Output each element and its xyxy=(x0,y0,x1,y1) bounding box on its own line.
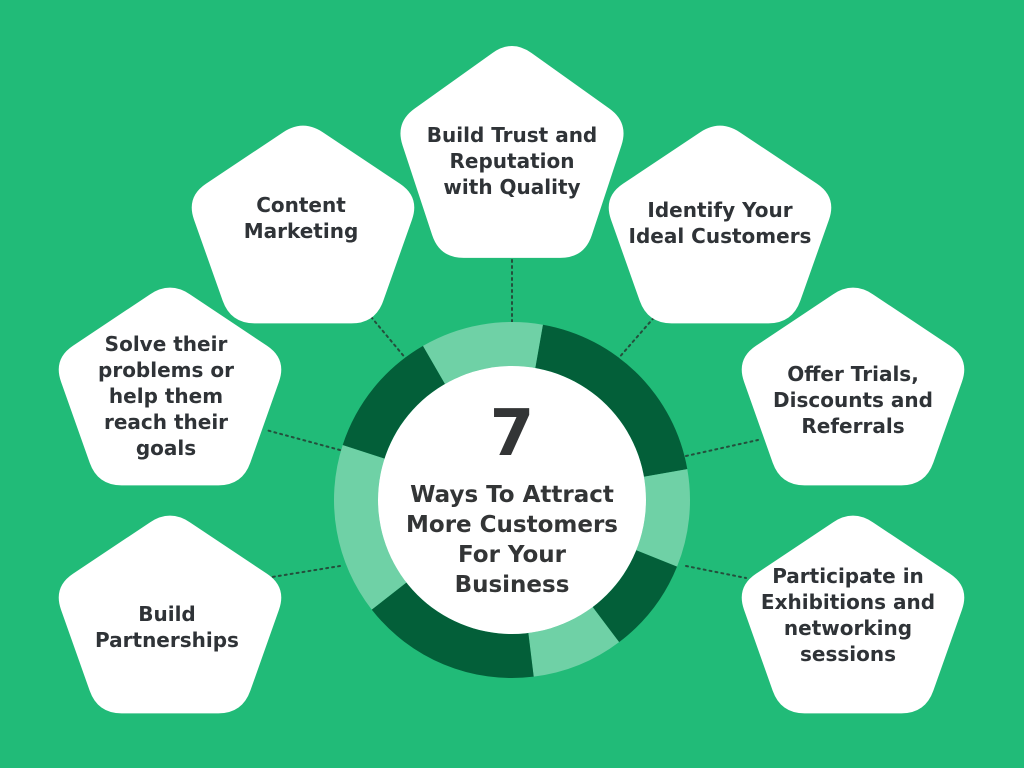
pentagon-content xyxy=(191,125,415,324)
ring-segment-7 xyxy=(342,345,445,459)
connector-partnerships xyxy=(265,565,341,579)
ring-segment-8 xyxy=(423,321,543,384)
ring-segment-1 xyxy=(535,324,688,477)
item-label-ideal-customers: Identify Your Ideal Customers xyxy=(628,198,812,248)
item-shapes xyxy=(58,45,965,714)
connector-offers xyxy=(685,439,759,457)
center-hub xyxy=(378,366,646,634)
item-label-trust: Build Trust and Reputation with Quality xyxy=(426,123,598,199)
pentagon-problems xyxy=(58,287,282,486)
connector-problems xyxy=(265,429,341,451)
center-title: Ways To Attract More Customers For Your … xyxy=(406,482,618,598)
ring-segment-5 xyxy=(371,582,534,678)
pentagon-offers xyxy=(741,287,965,486)
ring-segment-6 xyxy=(333,444,407,610)
item-label-problems: Solve their problems or help them reach … xyxy=(98,332,234,460)
connector-lines xyxy=(265,257,759,579)
pentagon-exhibitions xyxy=(741,515,965,714)
pentagon-partnerships xyxy=(58,515,282,714)
pentagon-ideal-customers xyxy=(608,125,832,324)
item-label-partnerships: Build Partnerships xyxy=(95,602,239,652)
ring-segment-3 xyxy=(592,550,678,643)
ring-segment-2 xyxy=(636,469,691,567)
item-label-exhibitions: Participate in Exhibitions and networkin… xyxy=(760,564,936,666)
item-label-content: Content Marketing xyxy=(243,193,359,243)
center-ring xyxy=(333,321,691,678)
item-label-offers: Offer Trials, Discounts and Referrals xyxy=(773,362,933,438)
pentagon-trust xyxy=(400,45,624,258)
center-number: 7 xyxy=(489,397,535,471)
connector-content xyxy=(361,305,408,361)
connector-exhibitions xyxy=(685,565,747,579)
ring-segment-4 xyxy=(528,607,620,677)
